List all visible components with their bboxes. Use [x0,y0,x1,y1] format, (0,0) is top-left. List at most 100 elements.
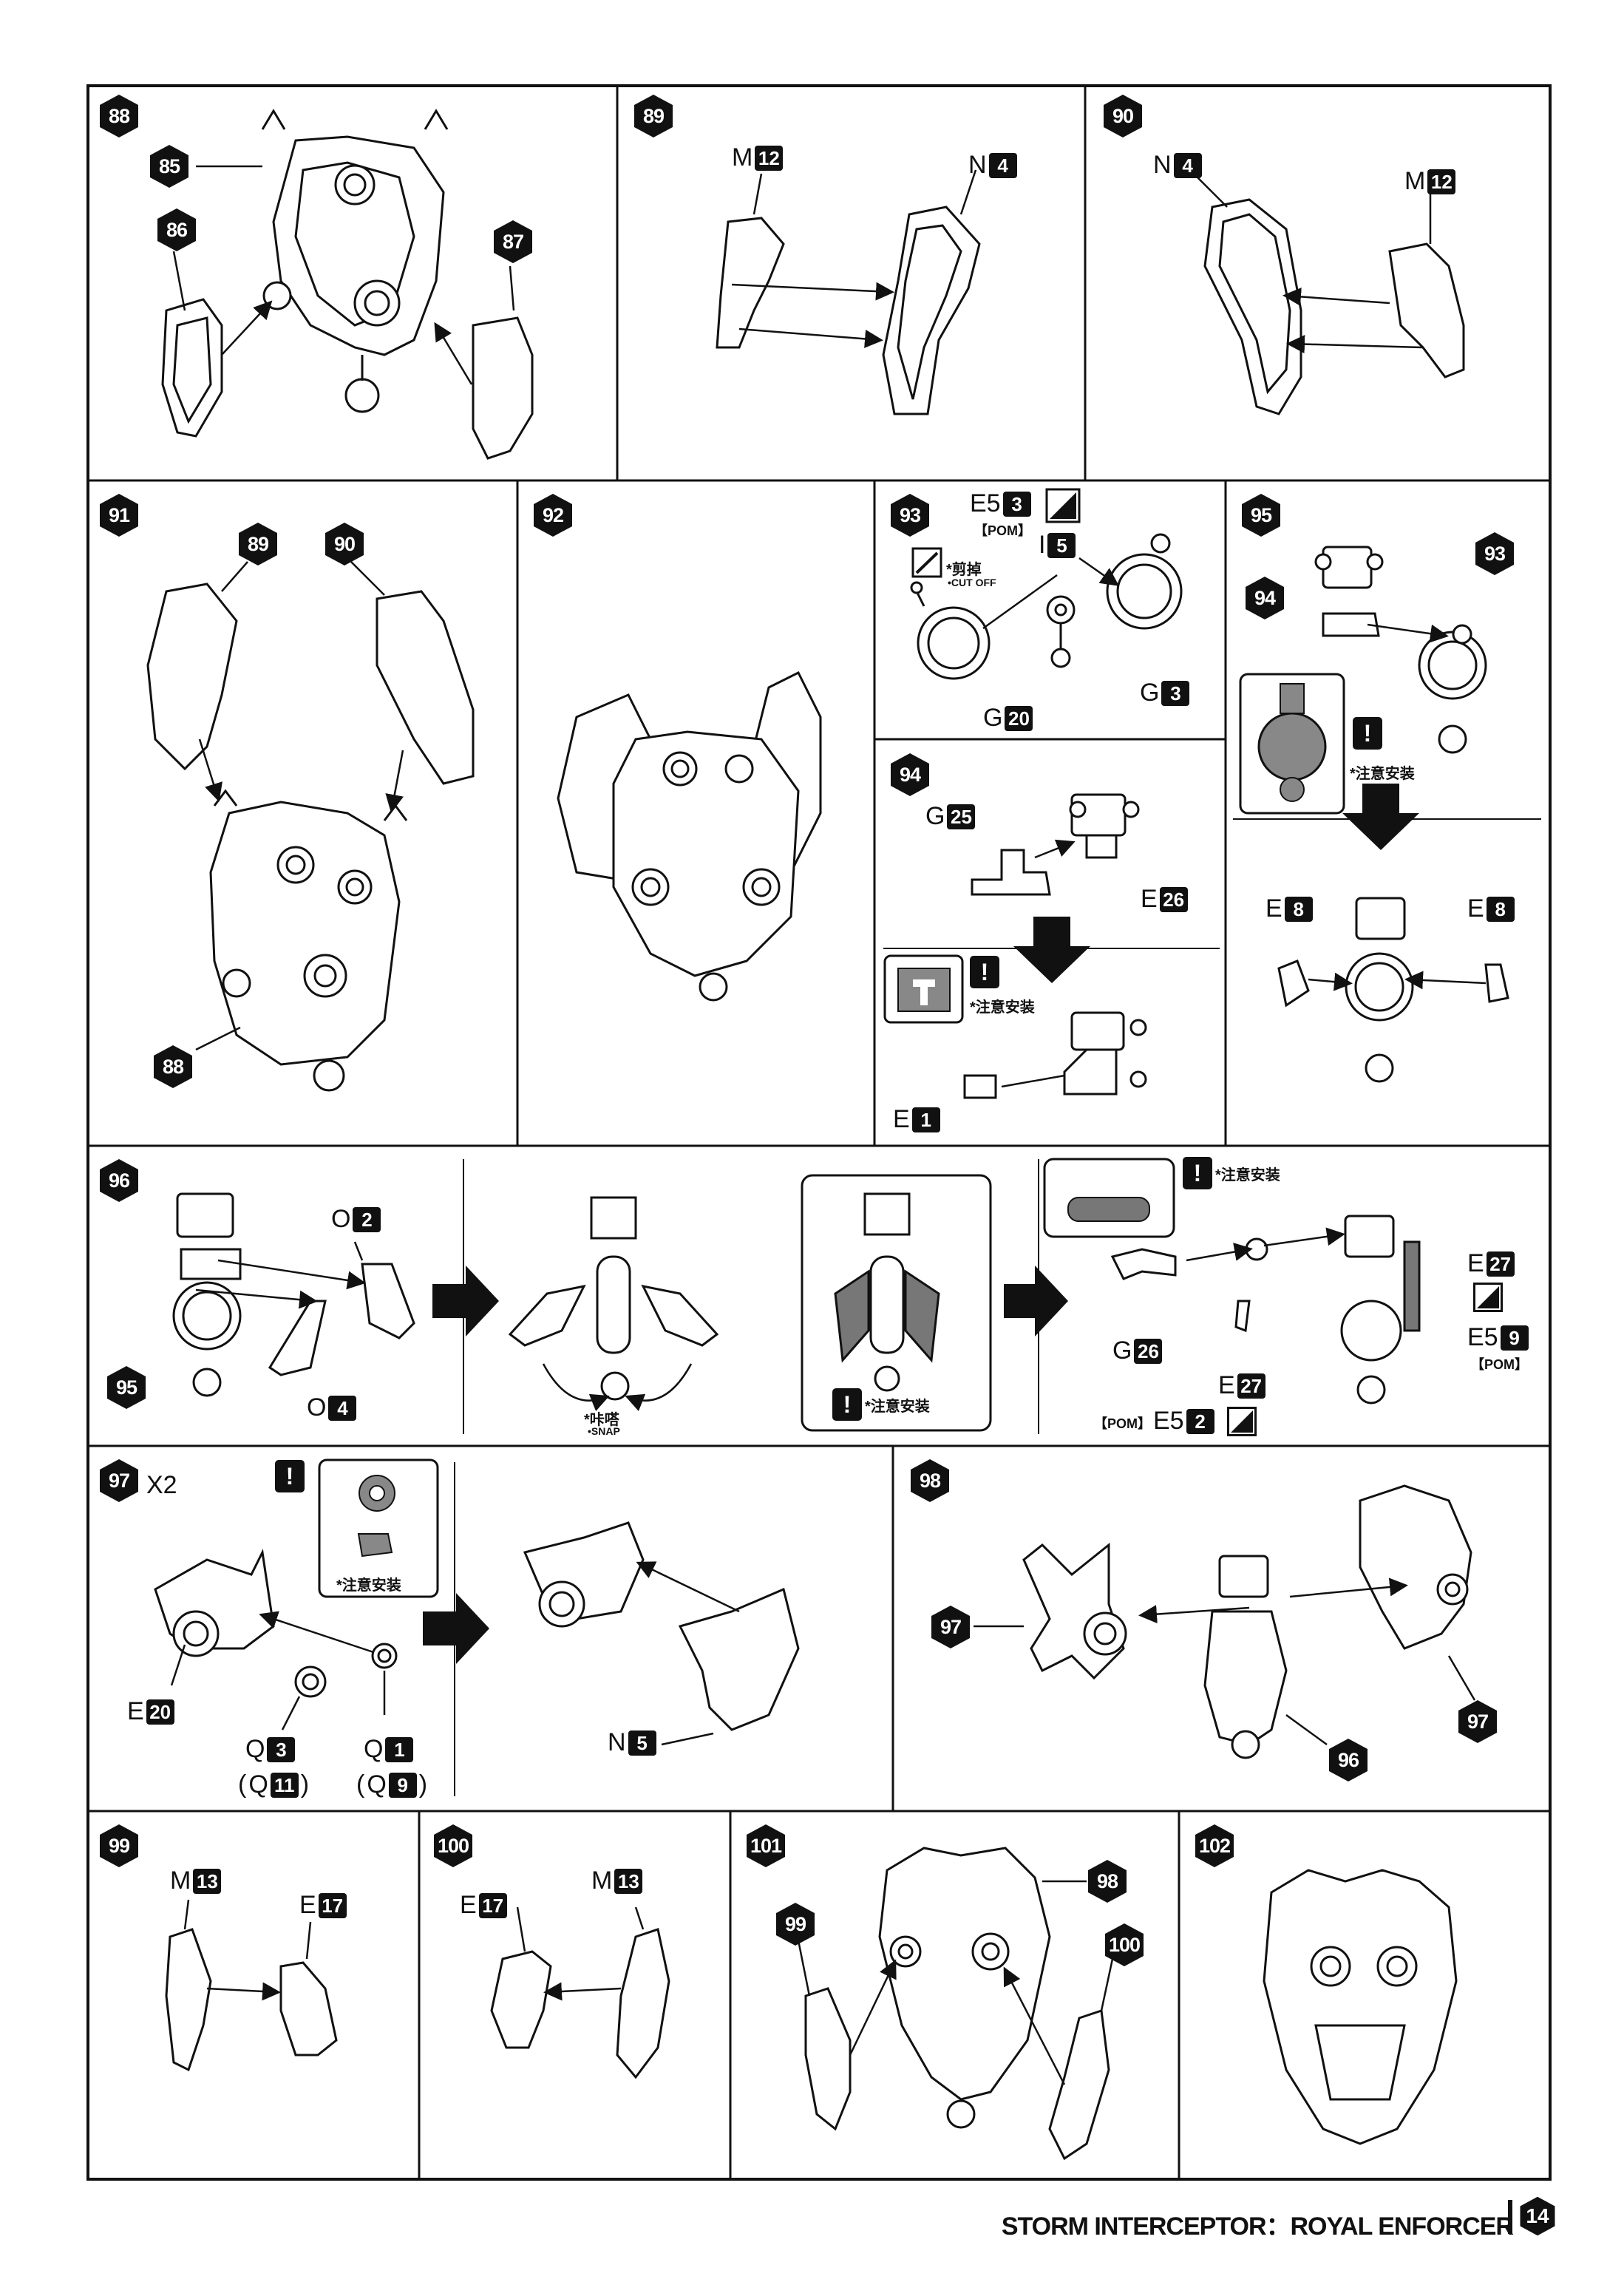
care-note-95: ! [1353,717,1382,750]
down-arrow-95 [1342,784,1419,850]
ref-badge-95: 95 [103,1365,149,1410]
step-badge-97: 97 [96,1458,142,1504]
pom-icon [1473,1283,1503,1312]
detail-box-96 [801,1174,992,1432]
ref-badge-99: 99 [772,1901,818,1947]
step96-art [172,1192,1421,1405]
detail-box-96b [1043,1158,1175,1238]
step92-art [557,670,822,1002]
care-text-95: *注意安装 [1350,766,1415,782]
step94-art [963,793,1147,1099]
ref-badge-86: 86 [154,207,200,253]
step-badge-88: 88 [96,93,142,139]
ref-badge-94: 94 [1242,575,1288,621]
grid-lines [86,84,1552,2181]
ref-badge-93: 93 [1472,531,1518,577]
right-arrow-96a [432,1266,499,1336]
ref-badge-98: 98 [1084,1858,1130,1904]
ref-badge-88: 88 [150,1044,196,1090]
ref-badge-100: 100 [1101,1922,1147,1968]
ref-badge-87: 87 [490,219,536,265]
step-badge-96: 96 [96,1158,142,1203]
step-badge-95: 95 [1238,492,1284,538]
step-badge-89: 89 [631,93,676,139]
ref-badge-85: 85 [146,143,192,189]
nipper-icon [911,488,1081,578]
step91-art [146,583,475,1092]
ref-badge-96: 96 [1325,1737,1371,1783]
pom-note-2: 【POM】 [1471,1357,1529,1372]
step-badge-101: 101 [743,1823,789,1869]
cut-note-cn: *剪掉 [946,562,982,578]
detail-box-94 [883,954,964,1024]
step97-art [154,1521,800,1731]
detail-box-95 [1239,673,1345,815]
panel-frame [86,84,1552,2181]
care-note-96b: !*注意安装 [1183,1157,1280,1189]
step-badge-102: 102 [1192,1823,1237,1869]
step-badge-92: 92 [530,492,576,538]
step102-art [1263,1869,1458,2145]
care-note-94: ! [970,956,999,988]
down-arrow-94 [1013,917,1090,983]
ref-badge-90: 90 [322,521,367,567]
step-badge-98: 98 [907,1458,953,1504]
right-arrow-97 [423,1593,489,1664]
pom-note: 【POM】 [974,523,1032,538]
ref-badge-89: 89 [235,521,281,567]
step89-art [716,206,981,415]
step-badge-94: 94 [887,752,933,798]
step-badge-100: 100 [430,1823,476,1869]
care-note-97: ! [275,1460,305,1492]
ref-badge-97-right: 97 [1455,1699,1501,1745]
cut-note-en: •CUT OFF [948,577,996,588]
step90-art [1203,198,1465,415]
step99-art [165,1928,338,2072]
footer-divider [1508,2200,1512,2234]
snap-note-en: •SNAP [588,1425,620,1437]
step-badge-91: 91 [96,492,142,538]
step-badge-90: 90 [1100,93,1146,139]
ref-badge-97-left: 97 [928,1604,974,1650]
snap-note-cn: *咔嗒 [584,1412,619,1428]
step93-art [910,533,1183,680]
care-text-97: *注意安装 [336,1577,401,1594]
pom-note-3: 【POM】 [1094,1416,1152,1431]
step100-art [490,1928,670,2079]
right-arrow-96b [1004,1266,1068,1336]
detail-box-97 [318,1458,439,1598]
step88-art [161,109,534,460]
step-badge-93: 93 [887,492,933,538]
step-badge-99: 99 [96,1823,142,1869]
page-number: 14 [1517,2195,1558,2237]
